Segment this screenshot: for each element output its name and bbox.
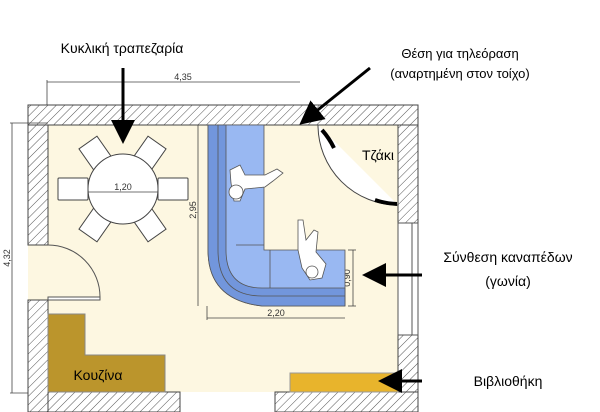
sofa-width-label: 2,20 (267, 308, 285, 318)
kitchen-label: Κουζίνα (74, 367, 123, 383)
room-width-label: 4,35 (174, 72, 192, 82)
dimension-lines (10, 80, 356, 394)
tv-annotation-line1: Θέση για τηλεόραση (401, 46, 518, 61)
dining-annotation: Κυκλική τραπεζαρία (61, 40, 184, 56)
sofa-annotation-line1: Σύνθεση καναπέδων (443, 249, 572, 265)
tv-arrow (299, 66, 371, 125)
kitchen: Κουζίνα (47, 313, 166, 393)
dining-table: 1,20 (57, 135, 189, 243)
chair (57, 177, 89, 201)
window (397, 222, 419, 336)
sofa-length-label: 2,95 (188, 201, 198, 219)
corner-sofa (207, 124, 346, 307)
chair (157, 177, 189, 201)
bookcase (289, 372, 399, 393)
sofa-depth-label: 0,90 (342, 269, 352, 287)
fireplace-label: Τζάκι (362, 147, 394, 163)
tv-annotation-line2: (αναρτημένη στον τοίχο) (390, 66, 529, 81)
bookcase-annotation: Βιβλιοθήκη (474, 373, 543, 389)
sofa-annotation-line2: (γωνία) (485, 273, 530, 289)
room-depth-label: 4,32 (2, 249, 12, 267)
fireplace: Τζάκι (317, 124, 399, 206)
table-diameter-label: 1,20 (114, 182, 132, 192)
door (47, 244, 101, 301)
